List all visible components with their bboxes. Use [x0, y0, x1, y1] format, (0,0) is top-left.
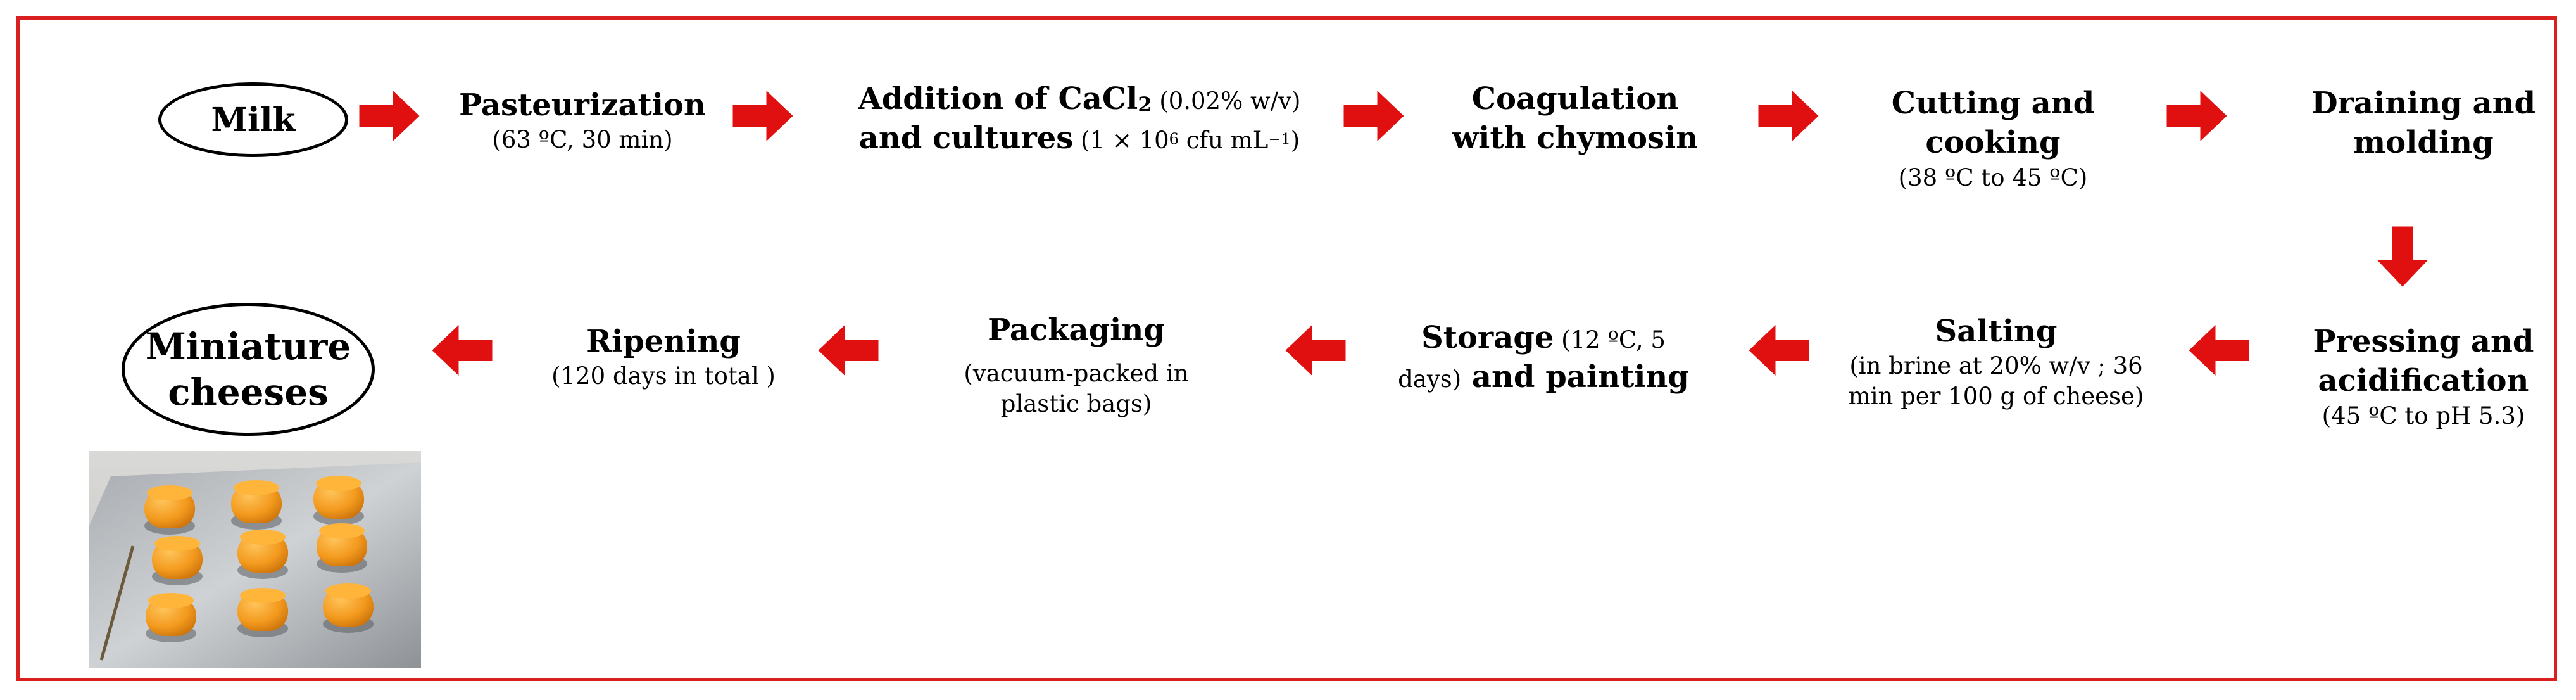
storage-title: Storage: [1421, 320, 1554, 355]
cheese-photo: [89, 451, 421, 668]
cutting-line-2: cooking: [1925, 125, 2061, 161]
cheese-piece: [146, 593, 196, 642]
pasteurization-title: Pasteurization: [459, 87, 706, 123]
addition-title-1: Addition of CaCl: [858, 81, 1138, 117]
step-coagulation: Coagulation with chymosin: [1452, 79, 1698, 158]
packaging-detail-1: (vacuum-packed in: [964, 360, 1189, 388]
arrow-coagulation-to-cutting: [1758, 91, 1819, 141]
cheese-piece: [323, 583, 374, 633]
miniature-line-2: cheeses: [168, 371, 329, 414]
milk-label: Milk: [211, 100, 296, 139]
diagram-frame: [16, 16, 2557, 681]
step-draining: Draining and molding: [2311, 84, 2535, 163]
draining-line-2: molding: [2353, 125, 2494, 161]
step-addition: Addition of CaCl2 (0.02% w/v) and cultur…: [858, 79, 1301, 158]
salting-detail-2: min per 100 g of cheese): [1848, 383, 2144, 410]
milk-node: Milk: [158, 82, 348, 157]
step-packaging: Packaging (vacuum-packed in plastic bags…: [964, 310, 1188, 420]
step-salting: Salting (in brine at 20% w/v ; 36 min pe…: [1849, 312, 2144, 412]
miniature-cheeses-node: Miniature cheeses: [122, 303, 375, 436]
addition-detail-sup: 6: [1169, 130, 1179, 149]
salting-title: Salting: [1935, 314, 2058, 349]
cheese-piece: [144, 485, 195, 535]
ripening-title: Ripening: [586, 324, 741, 359]
ripening-detail: (120 days in total ): [551, 362, 776, 390]
pressing-line-2: acidification: [2318, 363, 2529, 399]
cheese-piece: [237, 588, 288, 637]
cutting-detail: (38 ºC to 45 ºC): [1898, 163, 2088, 191]
addition-detail-1: (0.02% w/v): [1152, 87, 1301, 115]
cutting-line-1: Cutting and: [1891, 86, 2095, 121]
pressing-detail: (45 ºC to pH 5.3): [2322, 402, 2525, 430]
addition-detail-2: (1 × 10: [1073, 127, 1169, 155]
draining-line-1: Draining and: [2311, 86, 2536, 121]
coagulation-line-2: with chymosin: [1452, 120, 1699, 156]
arrow-pasteurization-to-addition: [732, 91, 793, 141]
cheese-piece: [237, 530, 288, 579]
addition-detail-3: cfu mL: [1178, 127, 1269, 155]
cheese-piece: [152, 536, 203, 585]
addition-title-2: and cultures: [858, 120, 1074, 156]
storage-detail-1: (12 ºC, 5: [1554, 326, 1666, 353]
step-cutting: Cutting and cooking (38 ºC to 45 ºC): [1892, 84, 2094, 193]
cheese-piece: [317, 523, 367, 573]
cheese-piece: [313, 476, 364, 525]
coagulation-line-1: Coagulation: [1471, 81, 1679, 117]
storage-title-2: and painting: [1461, 359, 1689, 395]
cheese-piece: [231, 480, 282, 530]
arrow-pressing-to-salting: [2189, 325, 2249, 376]
step-storage: Storage (12 ºC, 5 days) and painting: [1398, 318, 1689, 397]
miniature-line-1: Miniature: [145, 324, 351, 368]
arrow-salting-to-storage: [1749, 325, 1809, 376]
step-pasteurization: Pasteurization (63 ºC, 30 min): [459, 86, 706, 155]
arrow-cutting-to-draining: [2166, 91, 2227, 141]
step-ripening: Ripening (120 days in total ): [551, 322, 776, 391]
addition-detail-sup2: −1: [1268, 130, 1291, 149]
arrow-draining-to-pressing: [2377, 226, 2428, 287]
pressing-line-1: Pressing and: [2313, 324, 2534, 359]
addition-detail-close: ): [1290, 127, 1300, 155]
arrow-addition-to-coagulation: [1343, 91, 1404, 141]
packaging-title: Packaging: [988, 312, 1165, 348]
arrow-ripening-to-miniature: [432, 325, 493, 376]
pasteurization-detail: (63 ºC, 30 min): [492, 126, 673, 154]
step-pressing: Pressing and acidification (45 ºC to pH …: [2313, 322, 2534, 431]
arrow-storage-to-packaging: [1285, 325, 1346, 376]
packaging-detail-2: plastic bags): [1000, 390, 1152, 418]
addition-title-sub: 2: [1138, 92, 1152, 117]
salting-detail-1: (in brine at 20% w/v ; 36: [1849, 352, 2143, 380]
arrow-packaging-to-ripening: [818, 325, 879, 376]
arrow-milk-to-pasteurization: [359, 91, 420, 141]
storage-detail-2: days): [1398, 366, 1462, 393]
